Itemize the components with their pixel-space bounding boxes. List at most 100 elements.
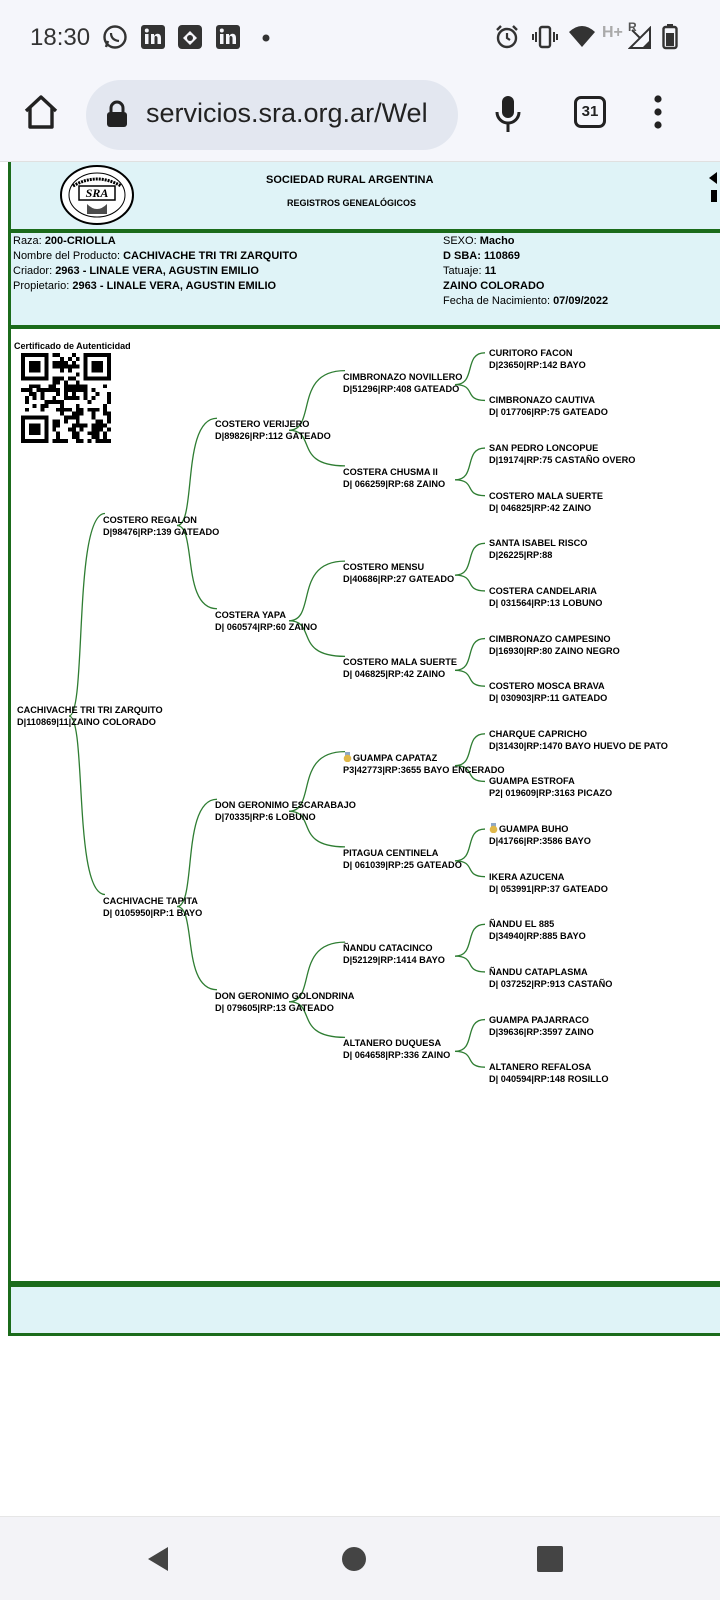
pedigree-connector xyxy=(288,369,346,431)
horse-name: CIMBRONAZO CAUTIVA xyxy=(489,395,595,406)
tatuaje-row: Tatuaje: 11 xyxy=(443,265,497,277)
home-icon[interactable] xyxy=(22,94,60,130)
animal-info-panel: Raza: 200-CRIOLLA Nombre del Producto: C… xyxy=(8,230,720,328)
registry-subtitle: REGISTROS GENEALÓGICOS xyxy=(287,198,417,208)
horse-name: SANTA ISABEL RISCO xyxy=(489,538,588,549)
pedigree-connector xyxy=(454,764,486,783)
pedigree-connector xyxy=(454,574,486,592)
registration-code: D| 046825|RP:42 ZAINO xyxy=(489,502,592,513)
pedigree-connector xyxy=(176,905,218,991)
horse-name: ALTANERO DUQUESA xyxy=(343,1038,442,1049)
network-icon xyxy=(628,26,651,49)
pedigree-connector xyxy=(454,733,486,767)
horse-name: ÑANDU CATACINCO xyxy=(343,943,433,954)
microphone-icon[interactable] xyxy=(494,94,522,134)
registration-code: D| 037252|RP:913 CASTAÑO xyxy=(489,978,613,989)
horse-name: COSTERO MENSU xyxy=(343,562,425,573)
certificate-footer xyxy=(8,1284,720,1336)
qr-code[interactable] xyxy=(20,353,112,443)
horse-name: CACHIVACHE TRI TRI ZARQUITO xyxy=(17,705,163,715)
system-nav-bar xyxy=(0,1516,720,1600)
registration-code: D|16930|RP:80 ZAINO NEGRO xyxy=(489,645,620,656)
address-bar[interactable]: servicios.sra.org.ar/Wel xyxy=(86,80,458,150)
home-nav-icon[interactable] xyxy=(340,1545,368,1573)
registration-code: D| 053991|RP:37 GATEADO xyxy=(489,883,608,894)
registration-code: D|31430|RP:1470 BAYO HUEVO DE PATO xyxy=(489,740,668,751)
wifi-icon xyxy=(569,26,595,47)
registration-code: D|19174|RP:75 CASTAÑO OVERO xyxy=(489,455,636,466)
status-bar: 18:30 H+ R xyxy=(0,0,720,78)
horse-name: GUAMPA ESTROFA xyxy=(489,776,575,787)
more-options-icon[interactable] xyxy=(652,94,664,130)
registration-code: D|51296|RP:408 GATEADO xyxy=(343,383,460,394)
registration-code: D| 046825|RP:42 ZAINO xyxy=(343,669,446,680)
pedigree-connector xyxy=(454,352,486,386)
recents-icon[interactable] xyxy=(536,1545,564,1573)
pedigree-connector xyxy=(288,810,346,848)
back-icon[interactable] xyxy=(146,1545,170,1573)
horse-name: CHARQUE CAPRICHO xyxy=(489,728,588,739)
registration-code: D|52129|RP:1414 BAYO xyxy=(343,955,445,966)
horse-name: COSTERO VERIJERO xyxy=(215,419,310,430)
registration-code: D|89826|RP:112 GATEADO xyxy=(215,431,331,442)
vibrate-icon xyxy=(532,25,558,49)
app-icon xyxy=(178,25,202,49)
battery-icon xyxy=(662,24,678,50)
registration-code: D| 079605|RP:13 GATEADO xyxy=(215,1002,334,1013)
registration-code: D| 031564|RP:13 LOBUNO xyxy=(489,597,603,608)
horse-name: ÑANDU CATAPLASMA xyxy=(489,966,588,977)
registration-code: D| 066259|RP:68 ZAINO xyxy=(343,478,446,489)
registration-code: D|39636|RP:3597 ZAINO xyxy=(489,1026,594,1037)
alarm-icon xyxy=(496,25,518,49)
horse-name: COSTERA CANDELARIA xyxy=(489,585,597,596)
clock: 18:30 xyxy=(30,24,91,51)
pedigree-connector xyxy=(454,479,486,497)
certificate-header: SRA SOCIEDAD RURAL ARGENTINA REGISTROS G… xyxy=(8,162,720,232)
pedigree-connector xyxy=(176,524,218,610)
pelaje-row: ZAINO COLORADO xyxy=(443,280,545,292)
registration-code: D| 030903|RP:11 GATEADO xyxy=(489,693,608,704)
horse-name: COSTERO REGALON xyxy=(103,514,197,525)
pedigree-connector xyxy=(454,955,486,973)
registration-code: D|70335|RP:6 LOBUNO xyxy=(215,812,316,823)
registration-code: D| 017706|RP:75 GATEADO xyxy=(489,407,608,418)
horse-name: ALTANERO REFALOSA xyxy=(489,1062,592,1073)
side-arrow-icon[interactable] xyxy=(709,168,717,204)
registration-code: D| 040594|RP:148 ROSILLO xyxy=(489,1074,609,1085)
tab-switcher-button[interactable]: 31 xyxy=(574,96,606,128)
pedigree-connector xyxy=(68,512,106,717)
registration-code: D| 061039|RP:25 GATEADO xyxy=(343,859,462,870)
pedigree-connector xyxy=(454,669,486,687)
